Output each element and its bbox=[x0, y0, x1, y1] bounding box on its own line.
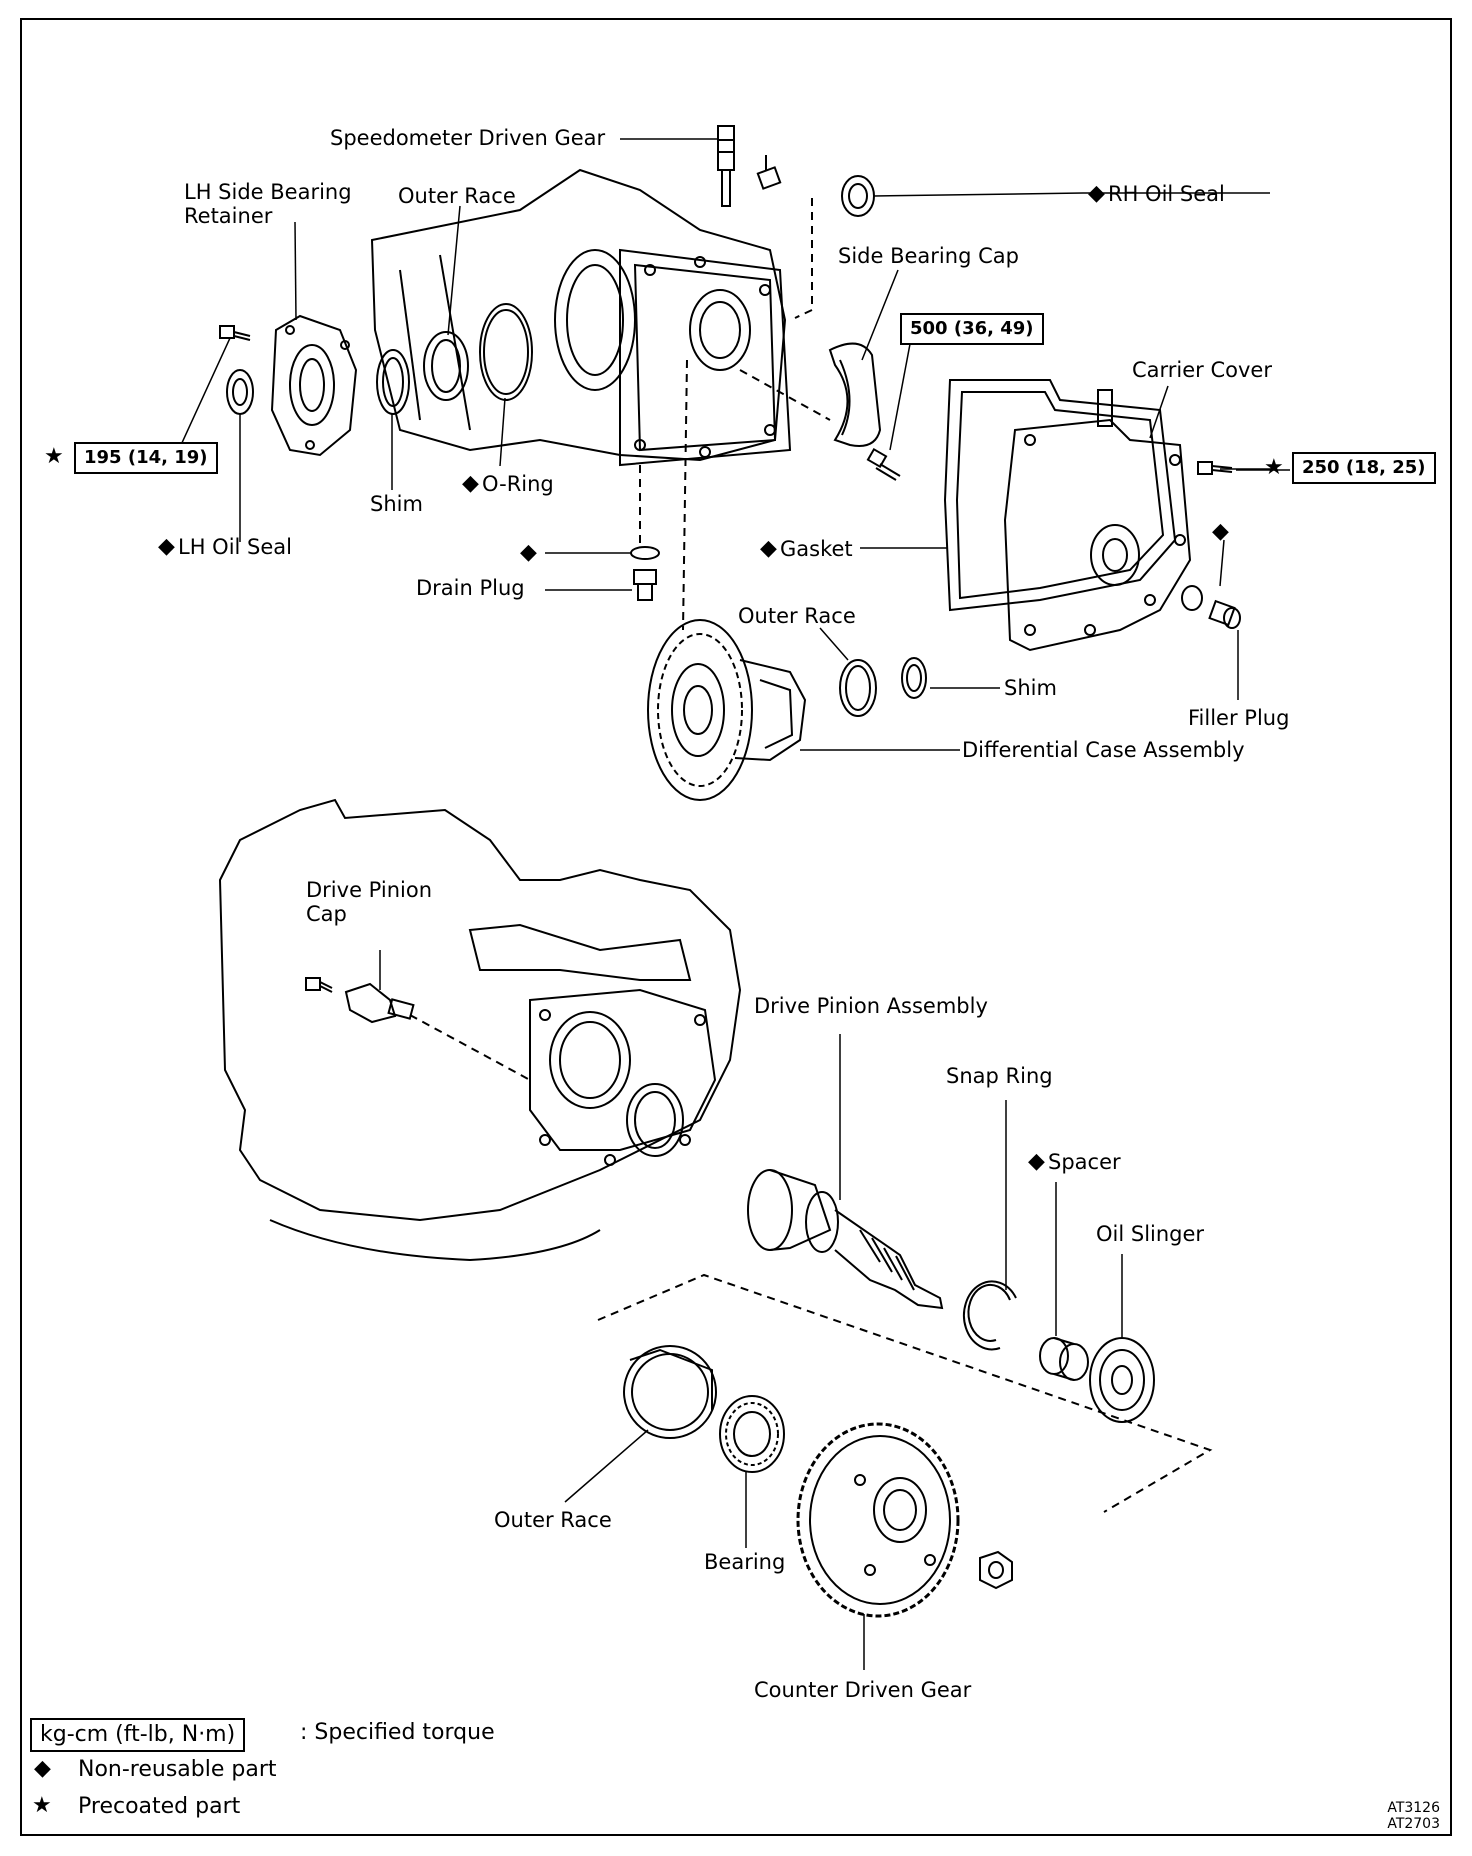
differential-case-assembly-part bbox=[647, 619, 807, 801]
diamond-icon: ◆ bbox=[1212, 519, 1229, 544]
star-icon: ★ bbox=[44, 444, 64, 469]
lh-oil-seal-part bbox=[226, 369, 254, 415]
carrier-cover-part bbox=[1003, 389, 1192, 652]
diamond-icon: ◆ bbox=[1088, 181, 1105, 206]
torque-carrier-cover: 250 (18, 25) bbox=[1292, 452, 1436, 484]
label-filler-plug: Filler Plug bbox=[1188, 706, 1290, 730]
torque-lh-retainer: 195 (14, 19) bbox=[74, 442, 218, 474]
label-rh-oil-seal: RH Oil Seal bbox=[1108, 182, 1225, 206]
transaxle-case bbox=[370, 168, 792, 467]
legend-non-reusable: Non-reusable part bbox=[78, 1757, 277, 1782]
retainer-bolt-part bbox=[219, 325, 251, 341]
figure-frame bbox=[20, 18, 1452, 1836]
pinion-cap-alignment bbox=[409, 1014, 531, 1081]
diamond-icon: ◆ bbox=[158, 534, 175, 559]
transaxle-housing bbox=[218, 798, 742, 1262]
diff-outer-race-shim bbox=[839, 657, 927, 717]
diamond-icon: ◆ bbox=[34, 1756, 51, 1781]
bottom-outer-race-part bbox=[623, 1345, 717, 1439]
label-drain-plug: Drain Plug bbox=[416, 576, 525, 600]
figure-code-1: AT3126 bbox=[1387, 1800, 1440, 1816]
leader-lines bbox=[174, 138, 1290, 1670]
snap-ring-part bbox=[962, 1280, 1017, 1351]
label-bearing: Bearing bbox=[704, 1550, 786, 1574]
figure-code-2: AT2703 bbox=[1387, 1816, 1440, 1832]
drive-pinion-cap-part bbox=[305, 977, 415, 1024]
cover-bolt-part bbox=[1197, 461, 1233, 475]
label-side-bearing-cap: Side Bearing Cap bbox=[838, 244, 1019, 268]
star-icon: ★ bbox=[32, 1793, 52, 1818]
legend-torque-box: kg-cm (ft-lb, N·m) bbox=[30, 1718, 246, 1752]
label-outer-race-bottom: Outer Race bbox=[494, 1508, 612, 1532]
diamond-icon: ◆ bbox=[760, 536, 777, 561]
gasket-part bbox=[943, 379, 1177, 612]
cap-bolt-part bbox=[866, 447, 901, 481]
figure-code: AT3126 AT2703 bbox=[1360, 1800, 1440, 1832]
counter-driven-gear-part bbox=[796, 1422, 960, 1618]
label-oil-slinger: Oil Slinger bbox=[1096, 1222, 1205, 1246]
lh-side-bearing-retainer-part bbox=[270, 314, 358, 457]
label-counter-driven-gear: Counter Driven Gear bbox=[754, 1678, 972, 1702]
label-shim-left: Shim bbox=[370, 492, 423, 516]
label-drive-pinion-assembly: Drive Pinion Assembly bbox=[754, 994, 988, 1018]
legend-torque-desc: : Specified torque bbox=[300, 1720, 495, 1745]
label-outer-race-top: Outer Race bbox=[398, 184, 516, 208]
spacer-part bbox=[1039, 1337, 1089, 1381]
label-lh-oil-seal: LH Oil Seal bbox=[178, 535, 292, 559]
bearing-part bbox=[719, 1395, 785, 1473]
label-differential-case-assembly: Differential Case Assembly bbox=[962, 738, 1245, 762]
label-lh-side-bearing-retainer: LH Side Bearing Retainer bbox=[184, 180, 352, 228]
diamond-icon: ◆ bbox=[1028, 1149, 1045, 1174]
oil-slinger-part bbox=[1089, 1337, 1155, 1423]
drain-plug-part bbox=[630, 546, 660, 601]
torque-side-bearing-cap: 500 (36, 49) bbox=[900, 313, 1044, 345]
star-icon: ★ bbox=[1264, 455, 1284, 480]
label-o-ring: O-Ring bbox=[482, 472, 554, 496]
label-shim-right: Shim bbox=[1004, 676, 1057, 700]
label-carrier-cover: Carrier Cover bbox=[1132, 358, 1272, 382]
filler-plug-part bbox=[1181, 585, 1241, 629]
label-gasket: Gasket bbox=[780, 537, 853, 561]
lock-nut-part bbox=[979, 1550, 1013, 1590]
case-shim-race-oring bbox=[376, 303, 533, 415]
alignment-lines-top bbox=[639, 198, 831, 631]
rh-oil-seal-part bbox=[841, 175, 875, 217]
legend-precoated: Precoated part bbox=[78, 1794, 241, 1819]
label-outer-race-mid: Outer Race bbox=[738, 604, 856, 628]
drive-pinion-assembly-part bbox=[747, 1169, 944, 1310]
side-bearing-cap-part bbox=[828, 342, 882, 447]
label-snap-ring: Snap Ring bbox=[946, 1064, 1053, 1088]
label-drive-pinion-cap: Drive Pinion Cap bbox=[306, 878, 432, 926]
diamond-icon: ◆ bbox=[520, 540, 537, 565]
assembly-group-outline bbox=[597, 1273, 1213, 1513]
diamond-icon: ◆ bbox=[462, 471, 479, 496]
label-speedometer-driven-gear: Speedometer Driven Gear bbox=[330, 126, 606, 150]
label-spacer: Spacer bbox=[1048, 1150, 1121, 1174]
speedometer-driven-gear-part bbox=[717, 125, 782, 207]
